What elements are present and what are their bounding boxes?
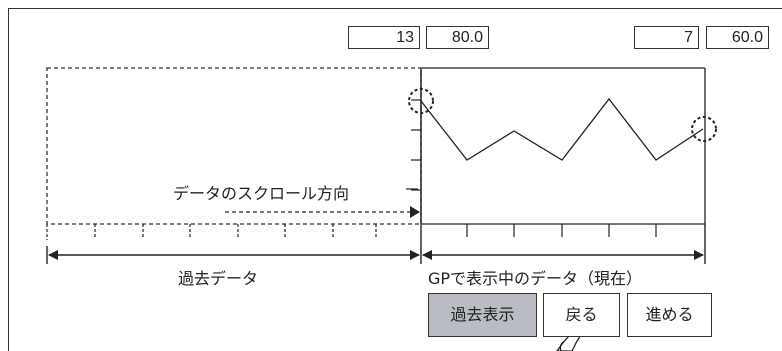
past-data-label: 過去データ <box>178 269 259 288</box>
forward-button[interactable]: 進める <box>627 293 712 337</box>
start-point-marker <box>408 88 434 114</box>
end-point-marker <box>691 116 717 142</box>
current-data-label: GPで表示中のデータ（現在） <box>428 269 643 288</box>
back-button[interactable]: 戻る <box>543 293 620 337</box>
screen-frame <box>8 8 782 351</box>
trend-line <box>420 97 704 161</box>
timeline-ticks <box>46 224 657 240</box>
right-value-display: 60.0 <box>706 26 769 49</box>
left-value-display: 80.0 <box>426 26 489 49</box>
current-graph <box>411 67 706 225</box>
left-count-display: 13 <box>348 26 420 49</box>
scroll-direction-label: データのスクロール方向 <box>173 184 350 203</box>
right-count-display: 7 <box>634 26 699 49</box>
past-display-button[interactable]: 過去表示 <box>428 293 537 337</box>
